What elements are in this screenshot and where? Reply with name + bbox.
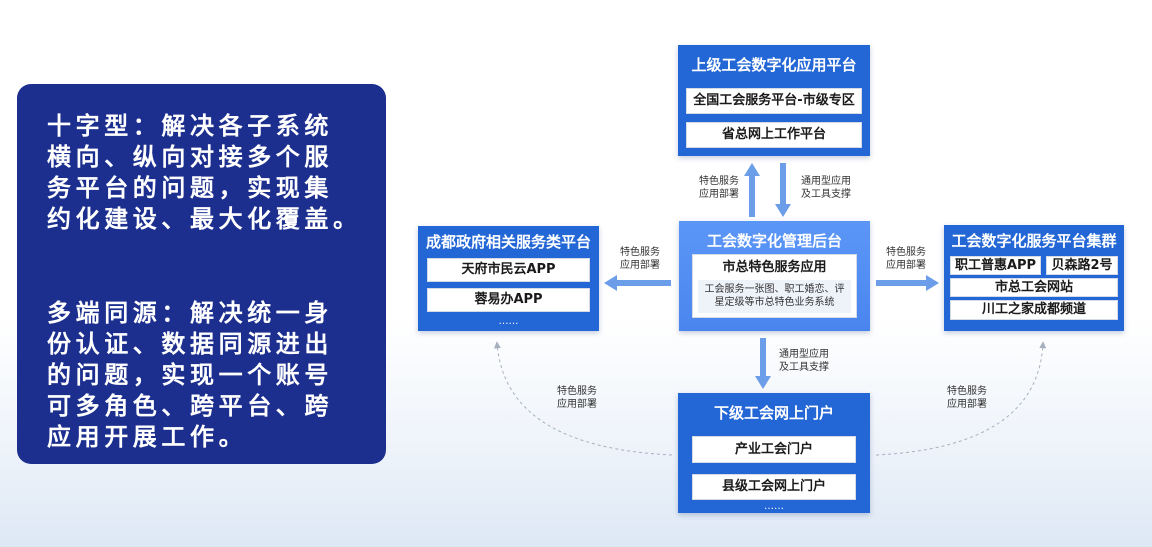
connector-label-line: 及工具支撑 — [801, 189, 851, 200]
platform-item: 市总工会网站 — [950, 278, 1118, 297]
feature-app-title: 市总特色服务应用 — [722, 260, 827, 275]
description-line: 星定级等市总特色业务系统 — [714, 297, 835, 308]
service-cluster-box: 工会数字化服务平台集群 职工普惠APP 贝森路2号 市总工会网站 川工之家成都频… — [944, 225, 1124, 331]
platform-item: 全国工会服务平台-市级专区 — [686, 88, 862, 114]
platform-item: 职工普惠APP — [950, 256, 1041, 275]
paragraph-line: 应用开展工作。 — [47, 423, 248, 451]
paragraph-line: 务平台的问题，实现集 — [47, 174, 333, 202]
cross-type-paragraph: 十字型：解决各子系统 横向、纵向对接多个服 务平台的问题，实现集 约化建设、最大… — [47, 111, 362, 235]
connector-label-line: 特色服务 — [620, 247, 660, 258]
connector-label-line: 应用部署 — [557, 399, 597, 410]
connector-label-line: 应用部署 — [620, 260, 660, 271]
label-backend-to-upper: 特色服务 应用部署 — [687, 175, 751, 201]
feature-app-description: 工会服务一张图、职工婚恋、评 星定级等市总特色业务系统 — [698, 280, 851, 313]
arrow-upper-to-backend — [775, 163, 791, 217]
arrow-backend-to-government — [604, 275, 671, 291]
connector-label-line: 应用部署 — [947, 399, 987, 410]
platform-item: 天府市民云APP — [427, 258, 590, 282]
paragraph-line: 份认证、数据同源进出 — [47, 330, 333, 358]
arrow-backend-to-lower — [755, 338, 771, 389]
arrow-backend-to-cluster — [876, 275, 939, 291]
platform-item: 蓉易办APP — [427, 288, 590, 312]
connector-label-line: 特色服务 — [947, 386, 987, 397]
paragraph-line: 十字型：解决各子系统 — [47, 112, 333, 140]
box-title: 上级工会数字化应用平台 — [691, 56, 857, 74]
label-lower-to-government: 特色服务 应用部署 — [545, 385, 609, 411]
paragraph-line: 横向、纵向对接多个服 — [47, 143, 333, 171]
description-line: 工会服务一张图、职工婚恋、评 — [704, 284, 845, 295]
connector-label-line: 特色服务 — [557, 386, 597, 397]
box-title: 工会数字化服务平台集群 — [951, 232, 1117, 250]
paragraph-line: 多端同源：解决统一身 — [47, 299, 333, 327]
paragraph-line: 约化建设、最大化覆盖。 — [47, 205, 362, 233]
paragraph-line: 可多角色、跨平台、跨 — [47, 392, 333, 420]
connector-label-line: 通用型应用 — [801, 176, 851, 187]
platform-item: 川工之家成都频道 — [950, 300, 1118, 320]
more-ellipsis: …… — [498, 316, 519, 327]
connector-label-line: 通用型应用 — [779, 349, 829, 360]
box-title: 下级工会网上门户 — [713, 404, 834, 422]
connector-label-line: 及工具支撑 — [779, 362, 829, 373]
lower-union-portals-box: 下级工会网上门户 产业工会门户 县级工会网上门户 …… — [678, 393, 870, 513]
label-backend-to-lower: 通用型应用 及工具支撑 — [772, 348, 836, 374]
connector-label-line: 特色服务 — [886, 247, 926, 258]
platform-item: 贝森路2号 — [1046, 256, 1118, 275]
box-title: 成都政府相关服务类平台 — [425, 233, 591, 251]
box-title: 工会数字化管理后台 — [706, 232, 842, 250]
feature-app-card: 市总特色服务应用 工会服务一张图、职工婚恋、评 星定级等市总特色业务系统 — [692, 254, 857, 318]
upper-union-platform-box: 上级工会数字化应用平台 全国工会服务平台-市级专区 省总网上工作平台 — [678, 45, 870, 156]
connector-label-line: 应用部署 — [886, 260, 926, 271]
platform-item: 县级工会网上门户 — [692, 474, 856, 500]
connector-label-line: 应用部署 — [699, 189, 739, 200]
label-backend-to-cluster: 特色服务 应用部署 — [874, 246, 938, 272]
management-backend-box: 工会数字化管理后台 市总特色服务应用 工会服务一张图、职工婚恋、评 星定级等市总… — [679, 221, 870, 331]
connector-label-line: 特色服务 — [699, 176, 739, 187]
summary-panel: 十字型：解决各子系统 横向、纵向对接多个服 务平台的问题，实现集 约化建设、最大… — [17, 84, 386, 464]
platform-item: 省总网上工作平台 — [686, 122, 862, 148]
more-ellipsis: …… — [764, 501, 784, 512]
paragraph-line: 的问题，实现一个账号 — [47, 361, 333, 389]
label-lower-to-cluster: 特色服务 应用部署 — [935, 385, 999, 411]
government-platforms-box: 成都政府相关服务类平台 天府市民云APP 蓉易办APP …… — [418, 226, 599, 331]
label-upper-to-backend: 通用型应用 及工具支撑 — [794, 175, 858, 201]
platform-item: 产业工会门户 — [692, 436, 856, 463]
multi-source-paragraph: 多端同源：解决统一身 份认证、数据同源进出 的问题，实现一个账号 可多角色、跨平… — [47, 298, 333, 453]
label-backend-to-government: 特色服务 应用部署 — [608, 246, 672, 272]
